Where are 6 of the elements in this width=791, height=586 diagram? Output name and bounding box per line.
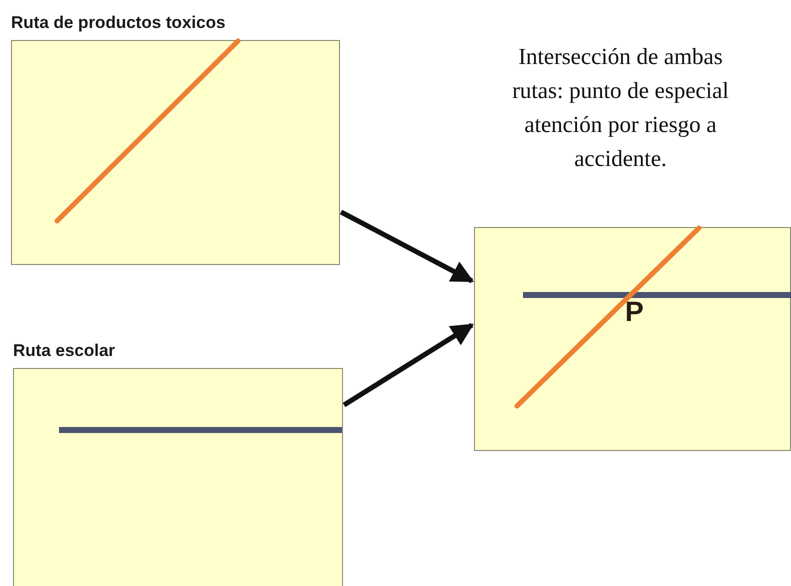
panel-heading: Ruta escolar	[13, 340, 116, 362]
arrow	[340, 210, 474, 284]
arrow	[342, 322, 474, 408]
point-label: P	[625, 298, 644, 326]
caption-text: Intersección de ambas rutas: punto de especial atención por riesgo a accidente.	[511, 43, 730, 173]
panel-heading: Ruta de productos toxicos	[11, 12, 226, 34]
